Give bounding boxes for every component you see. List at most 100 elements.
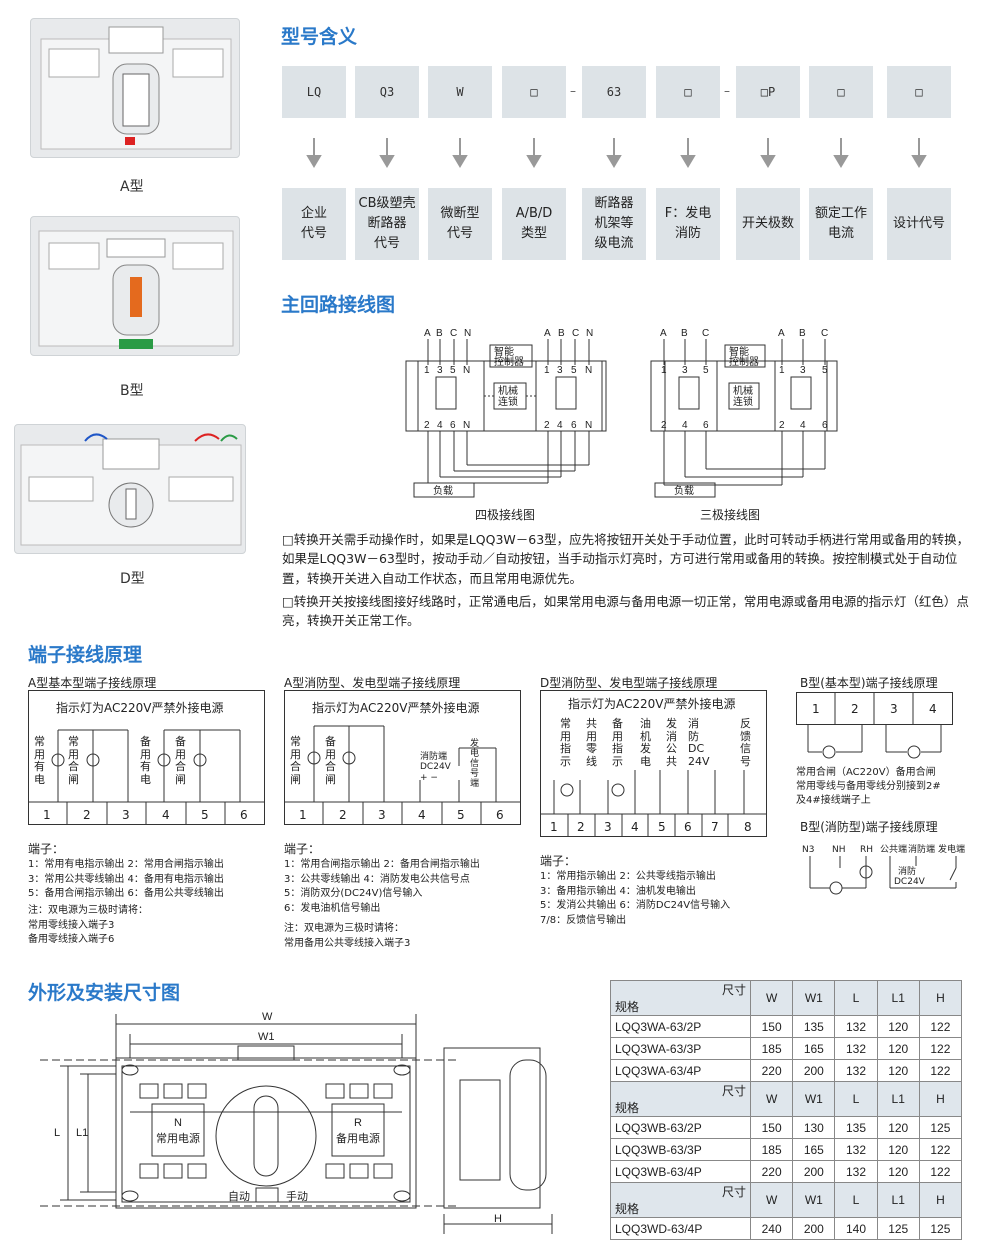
interlock-label: 机械: [498, 384, 518, 397]
phase-label: B: [799, 328, 806, 339]
a-fire-title: A型消防型、发电型端子接线原理: [284, 676, 461, 690]
d-fire-legend: 1：常用指示输出 2：公共零线指示输出 3：备用指示输出 4：油机发电输出 5：…: [540, 871, 731, 926]
terminal-number: 4: [631, 820, 639, 834]
terminal-number: 5: [457, 808, 465, 822]
terminal-top: 3: [682, 365, 688, 376]
d-fire-label: 备 用 指 示: [612, 717, 623, 768]
a-basic-legend: 1：常用有电指示输出 2：常用合闸指示输出 3：常用公共零线输出 4：备用有电指…: [28, 859, 224, 899]
d-fire-label: 消 防 DC 24V: [688, 717, 710, 768]
dim-l: L: [54, 1127, 60, 1139]
code-box: Q3: [355, 66, 419, 118]
main-circuit-title: 主回路接线图: [281, 294, 396, 316]
terminal-top: 5: [571, 365, 577, 376]
terminal-number: 1: [43, 808, 51, 822]
terminal-number: 1: [812, 702, 820, 716]
phase-label: A: [778, 328, 785, 339]
a-basic-title: A型基本型端子接线原理: [28, 676, 157, 690]
a-fire-label: 常 用 合 闸: [290, 735, 301, 786]
terminal-number: 1: [550, 820, 558, 834]
phase-label: B: [558, 328, 565, 339]
phase-label: N: [464, 328, 471, 339]
d-fire-title: D型消防型、发电型端子接线原理: [540, 676, 718, 690]
switch-a-illustration: [40, 26, 232, 150]
b-fire-label: N3: [802, 845, 814, 855]
note-paragraph: □转换开关需手动操作时，如果是LQQ3W－63型，应先将按钮开关处于手动位置，此…: [282, 532, 970, 586]
terminal-top: 3: [437, 365, 443, 376]
a-fire-legend: 1：常用合闸指示输出 2：备用合闸指示输出 3：公共零线输出 4：消防发电公共信…: [284, 859, 480, 914]
code-box: LQ: [282, 66, 346, 118]
auto-label: 自动: [228, 1190, 250, 1203]
a-basic-label: 备 用 合 闸: [175, 735, 186, 786]
product-image-a: [30, 18, 240, 158]
terminal-number: 6: [240, 808, 248, 822]
dimension-drawing: W W1 L L1 H N 常用电源 R 备用电源 自动 手动: [40, 1011, 553, 1234]
four-pole-caption: 四极接线图: [475, 508, 536, 522]
terminal-top: 1: [661, 365, 667, 376]
phase-label: C: [821, 328, 828, 339]
a-fire-note: 注：双电源为三极时请将： 常用备用公共零线接入端子3: [284, 923, 411, 949]
terminal-bottom: 6: [571, 420, 577, 431]
b-fire-dc: DC24V: [894, 877, 926, 887]
terminal-number: 5: [201, 808, 209, 822]
product-label-a: A型: [120, 179, 144, 195]
b-fire-diagram: N3 NH RH 公共端 消防端 发电端 消防 DC24V: [802, 843, 965, 895]
four-pole-diagram: A B C N A B C N 1 3 5 N 1 3 5 N 2 4 6 N: [405, 328, 607, 498]
d-fire-label: 共 用 零 线: [586, 717, 597, 768]
a-fire-dc-label: 消防端 DC24V + −: [420, 752, 451, 783]
d-fire-label: 发 消 公 共: [666, 717, 677, 768]
b-basic-diagram: 1 2 3 4: [796, 692, 953, 759]
b-basic-title: B型(基本型)端子接线原理: [800, 676, 938, 690]
terminal-bottom: 2: [779, 420, 785, 431]
terminal-bottom: 6: [703, 420, 709, 431]
code-box: 63: [582, 66, 646, 118]
a-fire-header: 指示灯为AC220V严禁外接电源: [312, 700, 480, 715]
phase-label: N: [586, 328, 593, 339]
product-label-b: B型: [120, 383, 144, 399]
b-basic-note: 常用合闸（AC220V）备用合闸 常用零线与备用零线分别接到2# 及4#接线端子…: [796, 767, 941, 806]
a-fire-diagram: 指示灯为AC220V严禁外接电源 1 2 3 4 5 6: [284, 690, 521, 825]
three-pole-caption: 三极接线图: [700, 508, 761, 522]
phase-label: B: [681, 328, 688, 339]
terminal-top: N: [463, 365, 470, 376]
meaning-box: A/B/D 类型: [502, 188, 566, 260]
terminal-number: 3: [122, 808, 130, 822]
terminal-number: 3: [890, 702, 898, 716]
code-box: □: [809, 66, 873, 118]
a-fire-label: 备 用 合 闸: [325, 735, 336, 786]
d-fire-label: 常 用 指 示: [560, 717, 571, 768]
phase-label: C: [572, 328, 579, 339]
terminal-bottom: 2: [661, 420, 667, 431]
terminal-number: 6: [496, 808, 504, 822]
smart-controller-label: 智能: [729, 345, 749, 358]
terminal-number: 4: [418, 808, 426, 822]
interlock-label: 连锁: [733, 395, 753, 408]
code-box: □: [887, 66, 951, 118]
a-basic-header: 指示灯为AC220V严禁外接电源: [56, 700, 224, 715]
b-fire-label: 消防端: [908, 843, 935, 855]
r-label: R: [354, 1117, 362, 1129]
meaning-box: CB级塑壳 断路器 代号: [355, 188, 419, 260]
terminal-title: 端子接线原理: [28, 644, 143, 666]
phase-label: A: [544, 328, 551, 339]
code-box: □: [656, 66, 720, 118]
terminal-bottom: 4: [557, 420, 563, 431]
dim-h: H: [494, 1213, 502, 1225]
terminal-bottom: N: [463, 420, 470, 431]
b-fire-label: 发电端: [938, 843, 965, 855]
a-basic-diagram: 指示灯为AC220V严禁外接电源 1 2 3 4 5 6: [28, 690, 265, 825]
b-fire-label: 公共端: [880, 843, 907, 855]
r-text: 备用电源: [336, 1131, 380, 1145]
terminal-number: 2: [339, 808, 347, 822]
meaning-box: 断路器 机架等 级电流: [582, 188, 646, 260]
terminal-top: 1: [544, 365, 550, 376]
terminal-bottom: 4: [682, 420, 688, 431]
a-basic-label: 备 用 有 电: [140, 735, 151, 786]
terminal-number: 7: [711, 820, 719, 834]
b-fire-label: NH: [832, 845, 846, 855]
terminal-number: 2: [83, 808, 91, 822]
